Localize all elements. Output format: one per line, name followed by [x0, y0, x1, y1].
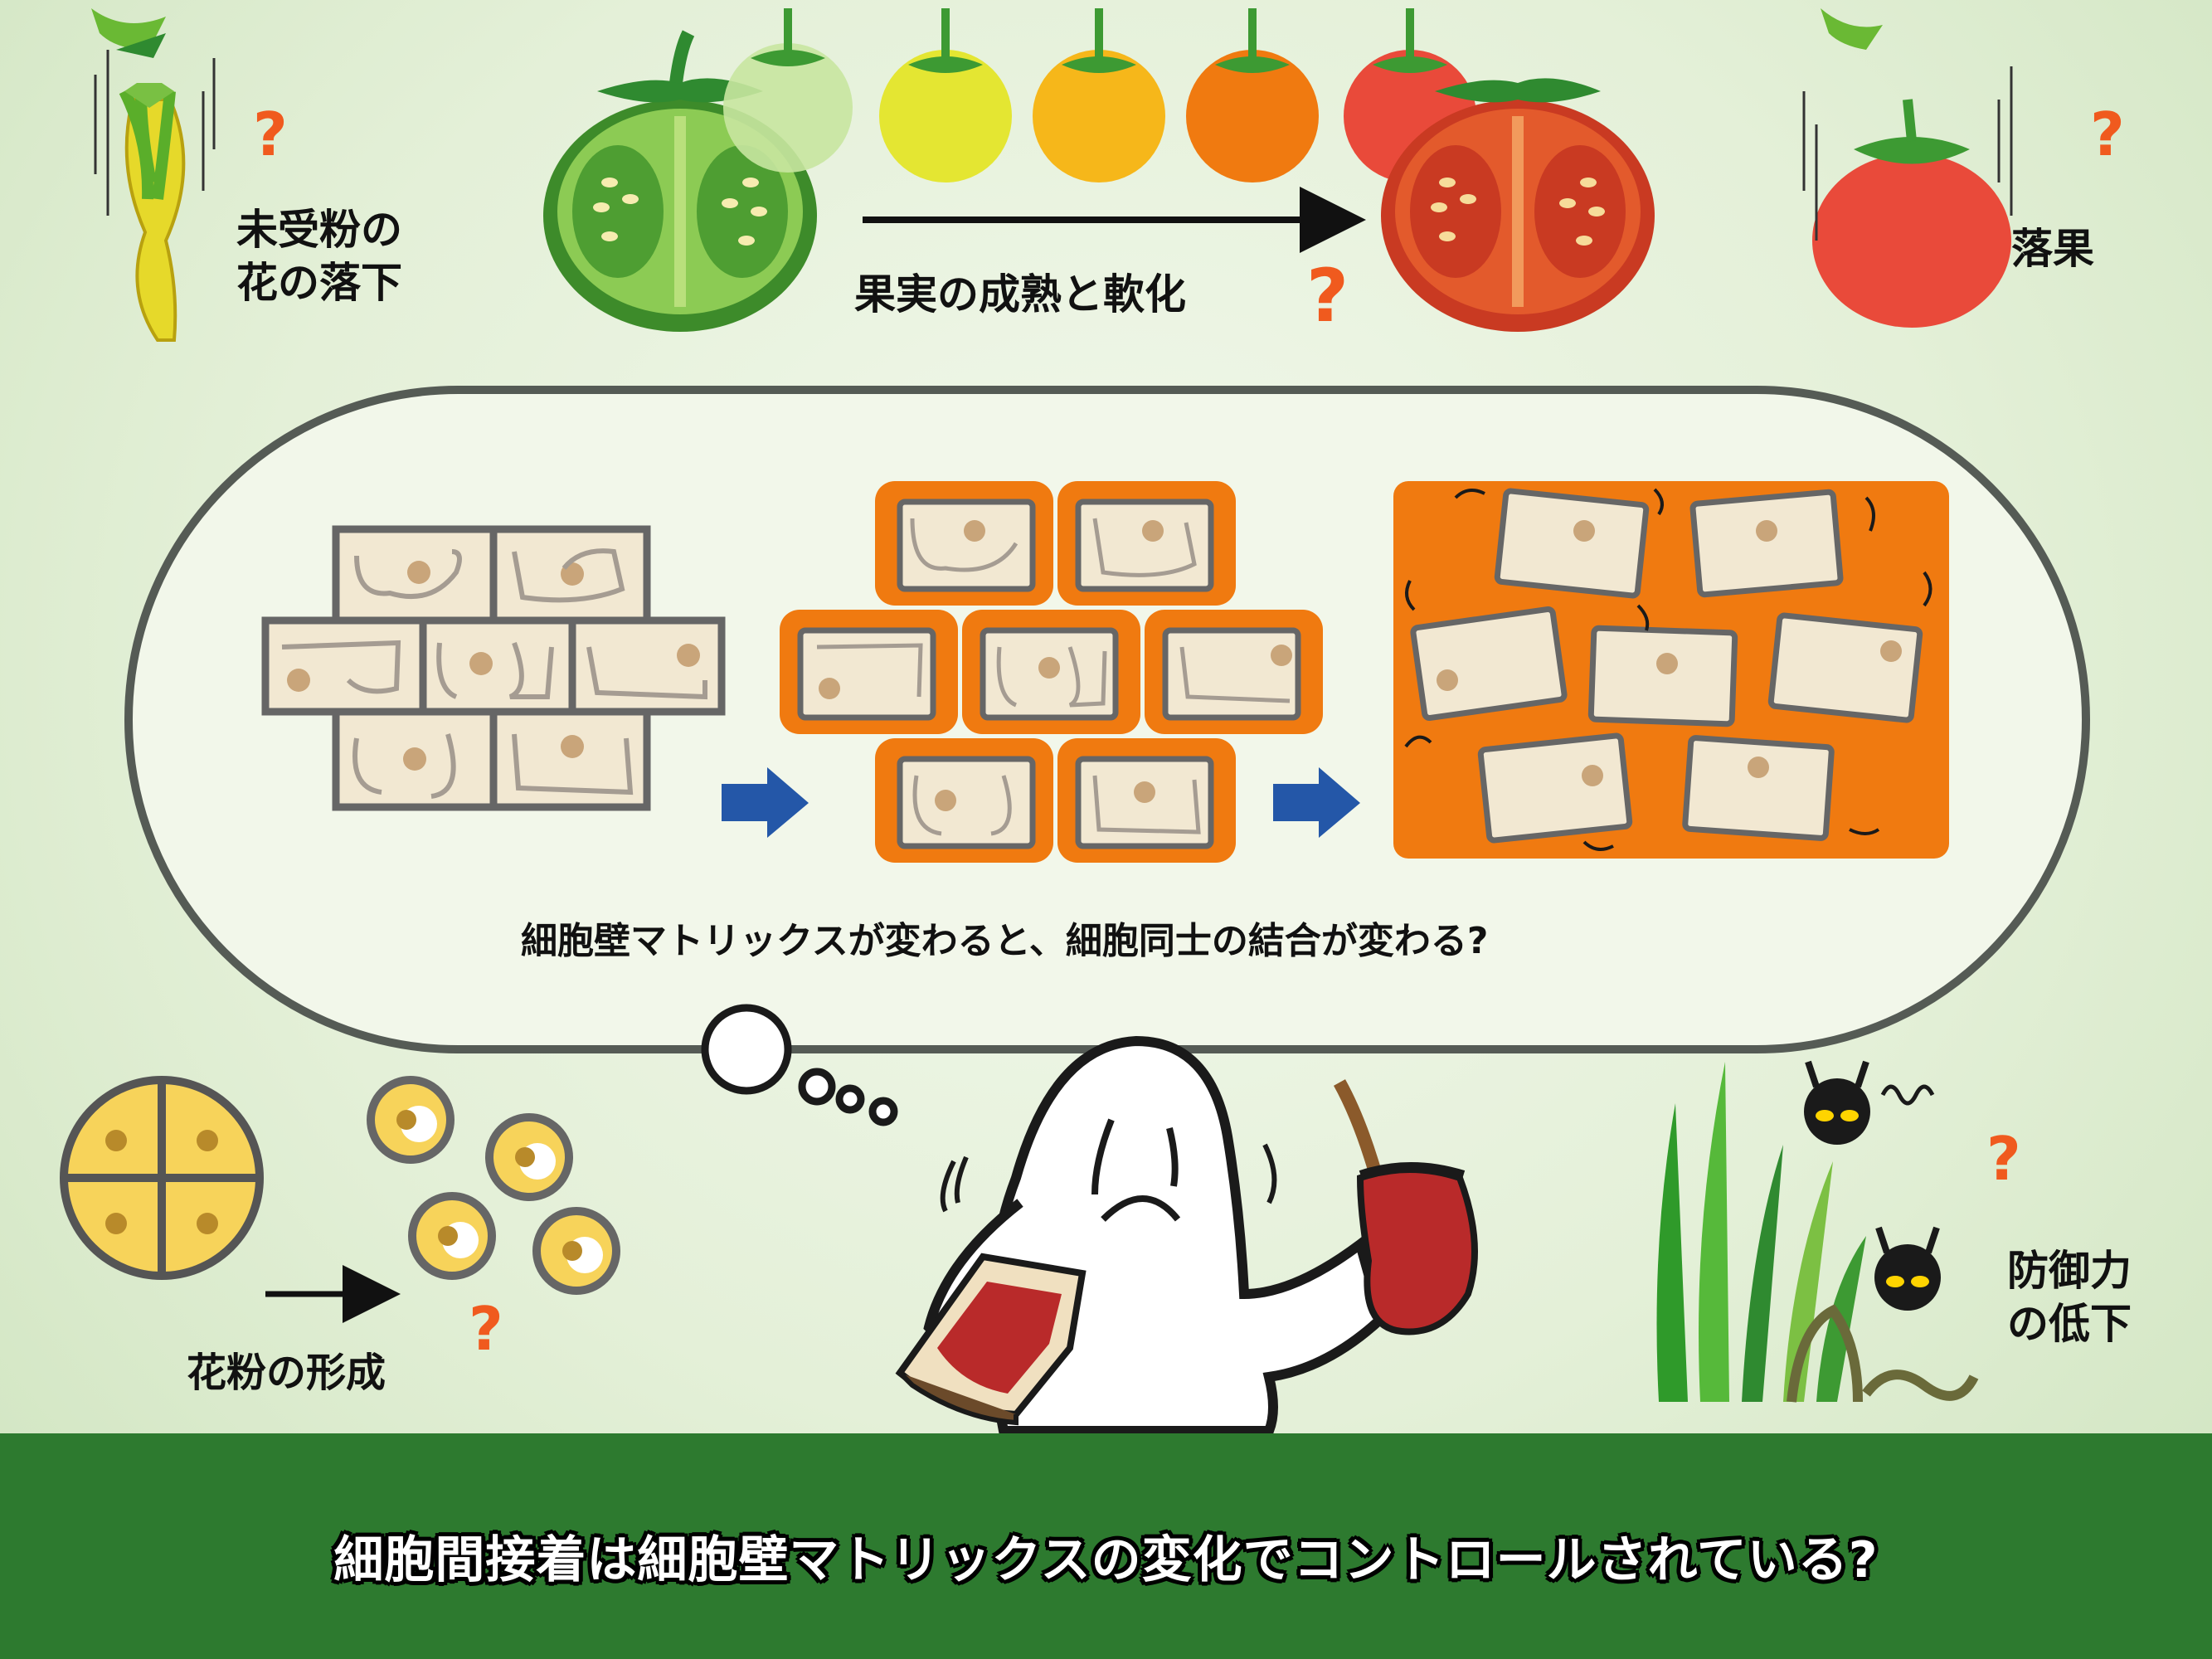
cell-question-label: 細胞壁マトリックスが変わると、細胞同士の結合が変わる? [521, 920, 1489, 962]
flower-drop-label: 未受粉の 花の落下 [236, 203, 402, 309]
tomato-stage-2-icon [879, 8, 1012, 182]
tomato-stage-4-icon [1186, 8, 1319, 182]
ripening-tomatoes [723, 8, 1476, 182]
flower-drop-line-2: 花の落下 [236, 259, 402, 307]
question-mark: ? [253, 100, 288, 169]
tomato-half-red-icon [1381, 78, 1655, 332]
bottom-banner [0, 1433, 2212, 1659]
bug-icon [1874, 1226, 1941, 1311]
blue-arrow-1 [722, 767, 809, 838]
pollen-grain-icon [367, 1076, 455, 1164]
cell-cluster-intact [261, 525, 726, 811]
tomato-stage-1-icon [723, 8, 853, 173]
tomato-stage-3-icon [1033, 8, 1165, 182]
falling-flower-icon [91, 8, 216, 342]
banner-title: 細胞間接着は細胞壁マトリックスの変化でコントロールされている? [333, 1531, 1879, 1589]
pollen-grain-icon [485, 1113, 573, 1201]
jam-toast-icon [895, 1253, 1087, 1426]
pollen-label: 花粉の形成 [187, 1350, 386, 1396]
pollen-tetrad-icon [60, 1076, 264, 1280]
cell-cluster-separated [1393, 481, 1949, 859]
blue-arrow-2 [1273, 767, 1360, 838]
flower-drop-line-1: 未受粉の [236, 206, 402, 254]
thought-bubbles [701, 1004, 898, 1126]
pollen-grain-icon [532, 1207, 620, 1295]
grass-icon [1656, 1062, 1979, 1403]
question-mark: ? [2090, 100, 2125, 169]
defense-line-1: 防御力 [2007, 1247, 2132, 1295]
defense-line-2: の低下 [2007, 1300, 2132, 1348]
falling-tomato-icon [1802, 8, 2013, 328]
pollen-grain-icon [408, 1192, 496, 1280]
ripening-label: 果実の成熟と軟化 [854, 270, 1186, 319]
bug-icon [1804, 1060, 1935, 1145]
pollen-grains [367, 1076, 620, 1295]
defense-label: 防御力 の低下 [2007, 1244, 2132, 1350]
question-mark: ? [1306, 253, 1349, 338]
jam-jar-icon [1334, 1079, 1478, 1335]
question-mark: ? [1986, 1124, 2021, 1194]
cell-cluster-matrix [780, 481, 1323, 863]
question-mark: ? [469, 1294, 503, 1364]
fruit-drop-label: 落果 [2011, 225, 2094, 273]
